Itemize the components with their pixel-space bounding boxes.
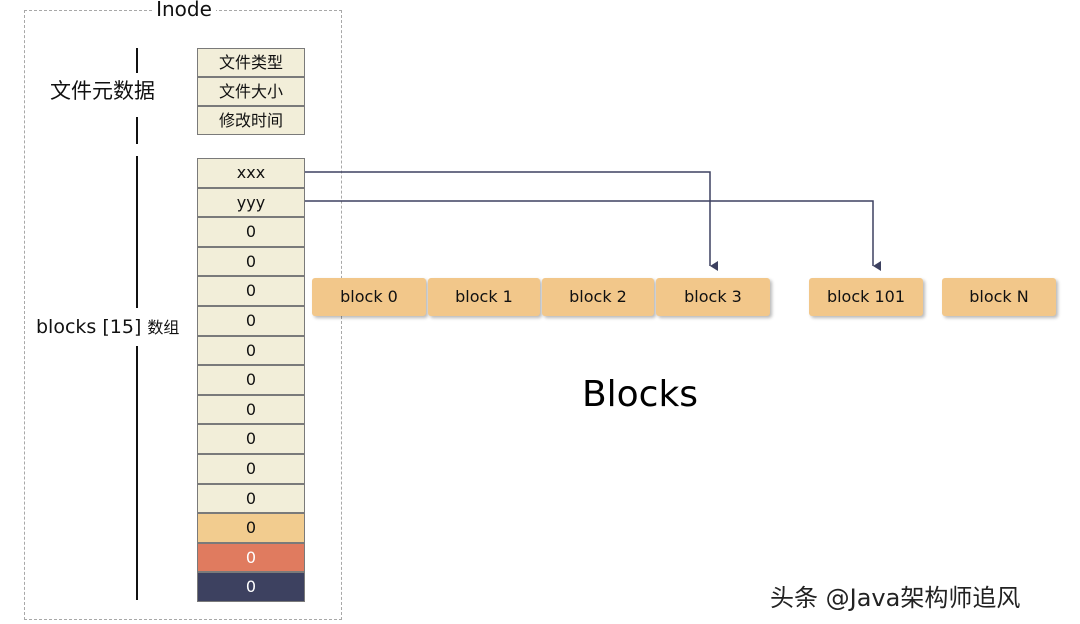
block-0: block 0 [312, 278, 426, 316]
blocks-array-cell: 0 [197, 335, 305, 366]
blocks-array-cell: 0 [197, 424, 305, 454]
metadata-field-file-size: 文件大小 [197, 77, 305, 106]
blocks-array-cell: 0 [197, 542, 305, 573]
blocks-array-label: blocks [15] 数组 [36, 314, 179, 341]
blocks-array-cell: yyy [197, 187, 305, 218]
block-2: block 2 [542, 278, 654, 316]
blocks-array-cell: 0 [197, 572, 305, 602]
blocks-array-cell: 0 [197, 276, 305, 306]
blocks-array-cell: 0 [197, 246, 305, 277]
blocks-bracket-top [136, 156, 138, 308]
blocks-array-cell: 0 [197, 394, 305, 425]
metadata-field-file-type: 文件类型 [197, 48, 305, 77]
blocks-title: Blocks [581, 374, 699, 415]
pointer-yyy-to-block-101 [305, 200, 881, 271]
blocks-array-cell: 0 [197, 306, 305, 336]
metadata-bracket-top [136, 48, 138, 73]
watermark-text: 头条 @Java架构师追风 [770, 584, 1021, 612]
blocks-array-cell: 0 [197, 217, 305, 247]
blocks-array-cell: 0 [197, 454, 305, 484]
block-3: block 3 [656, 278, 770, 316]
blocks-array-cell: 0 [197, 365, 305, 395]
blocks-array-name: blocks [15] [36, 316, 142, 338]
block-1: block 1 [428, 278, 540, 316]
blocks-array-cell: xxx [197, 158, 305, 188]
inode-title: Inode [25, 0, 343, 21]
block-n: block N [942, 278, 1056, 316]
metadata-label: 文件元数据 [50, 79, 155, 103]
blocks-array-cell: 0 [197, 513, 305, 543]
metadata-field-modified-time: 修改时间 [197, 106, 305, 135]
metadata-bracket-bottom [136, 117, 138, 144]
blocks-array-suffix: 数组 [147, 318, 180, 337]
pointer-xxx-to-block-3 [305, 171, 718, 271]
block-101: block 101 [809, 278, 923, 316]
blocks-array-cell: 0 [197, 483, 305, 514]
blocks-bracket-bottom [136, 346, 138, 600]
